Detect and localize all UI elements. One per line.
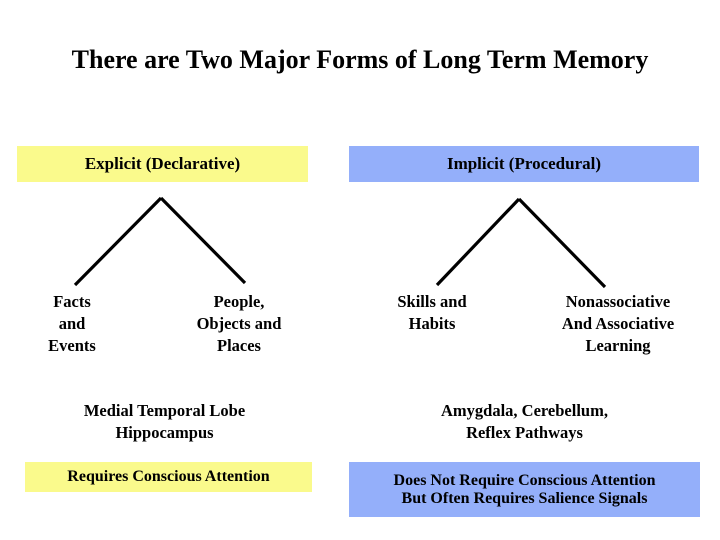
leaf-line: Places — [217, 336, 261, 355]
leaf-line: Skills and — [397, 292, 467, 311]
region-amygdala-cerebellum: Amygdala, Cerebellum, Reflex Pathways — [349, 400, 700, 444]
branch-connector-implicit — [435, 197, 607, 289]
branch-leg-right — [517, 197, 607, 289]
leaf-skills-and-habits: Skills and Habits — [348, 291, 516, 335]
region-line: Amygdala, Cerebellum, — [441, 401, 608, 420]
leaf-line: And Associative — [561, 314, 675, 333]
banner-line: But Often Requires Salience Signals — [401, 489, 648, 507]
region-line: Hippocampus — [115, 423, 214, 442]
banner-line: Does Not Require Conscious Attention — [393, 471, 656, 489]
region-line: Reflex Pathways — [466, 423, 583, 442]
leaf-line: and — [58, 314, 86, 333]
leaf-nonassociative-associative-learning: Nonassociative And Associative Learning — [522, 291, 714, 357]
banner-does-not-require-conscious-attention: Does Not Require Conscious Attention But… — [349, 462, 700, 517]
leaf-line: Objects and — [196, 314, 282, 333]
region-medial-temporal-lobe: Medial Temporal Lobe Hippocampus — [17, 400, 312, 444]
leaf-line: People, — [213, 292, 265, 311]
branch-leg-left — [435, 197, 521, 287]
leaf-facts-and-events: Facts and Events — [4, 291, 140, 357]
leaf-line: Events — [48, 336, 96, 355]
leaf-line: Habits — [408, 314, 456, 333]
branch-leg-left — [73, 196, 163, 287]
banner-implicit-procedural: Implicit (Procedural) — [349, 146, 699, 182]
banner-requires-conscious-attention: Requires Conscious Attention — [25, 462, 312, 492]
banner-explicit-declarative: Explicit (Declarative) — [17, 146, 308, 182]
leaf-line: Facts — [53, 292, 91, 311]
leaf-line: Learning — [585, 336, 651, 355]
leaf-line: Nonassociative — [565, 292, 671, 311]
branch-leg-right — [159, 196, 247, 285]
branch-connector-explicit — [73, 196, 247, 287]
leaf-people-objects-places: People, Objects and Places — [156, 291, 322, 357]
region-line: Medial Temporal Lobe — [83, 401, 246, 420]
page-title: There are Two Major Forms of Long Term M… — [71, 45, 649, 74]
